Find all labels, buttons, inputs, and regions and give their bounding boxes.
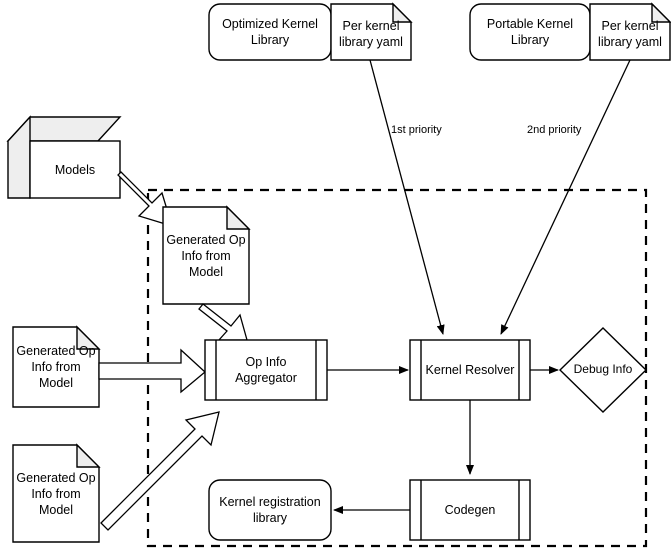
dashed-boundary — [146, 188, 648, 548]
kernel-registration-library-shape[interactable] — [208, 479, 332, 541]
per-kernel-library-yaml-1-fold-icon — [392, 2, 413, 23]
models-cube-left-face — [7, 115, 31, 199]
models-cube-front-face — [29, 140, 121, 199]
edge-yaml2-to-kernel-resolver — [500, 59, 631, 335]
second-priority-label: 2nd priority — [527, 124, 582, 136]
per-kernel-library-yaml-2-fold-icon — [651, 2, 671, 23]
generated-op-info-top-fold-icon — [226, 205, 251, 230]
edge-yaml1-to-kernel-resolver — [369, 59, 445, 335]
per-kernel-library-yaml-2-shape[interactable] — [589, 3, 671, 61]
op-info-aggregator-shape[interactable] — [204, 339, 328, 401]
optimized-kernel-library-shape[interactable] — [208, 3, 332, 61]
edge-models-to-generated-op-info — [117, 171, 173, 227]
models-cube-shape[interactable] — [6, 115, 122, 199]
generated-op-info-bottom-shape[interactable] — [12, 444, 100, 543]
edge-generated-op-info-bottom-to-aggregator — [100, 411, 220, 531]
generated-op-info-mid-fold-icon — [76, 325, 101, 350]
debug-info-shape[interactable] — [558, 327, 648, 413]
kernel-resolver-shape[interactable] — [409, 339, 531, 401]
generated-op-info-bottom-fold-icon — [76, 443, 101, 468]
edge-generated-op-info-mid-to-aggregator — [98, 348, 206, 394]
per-kernel-library-yaml-1-shape[interactable] — [330, 3, 412, 61]
codegen-shape[interactable] — [409, 479, 531, 541]
first-priority-label: 1st priority — [391, 124, 442, 136]
edge-generated-op-info-top-to-aggregator — [198, 303, 248, 341]
portable-kernel-library-shape[interactable] — [469, 3, 591, 61]
generated-op-info-top-shape[interactable] — [162, 206, 250, 305]
